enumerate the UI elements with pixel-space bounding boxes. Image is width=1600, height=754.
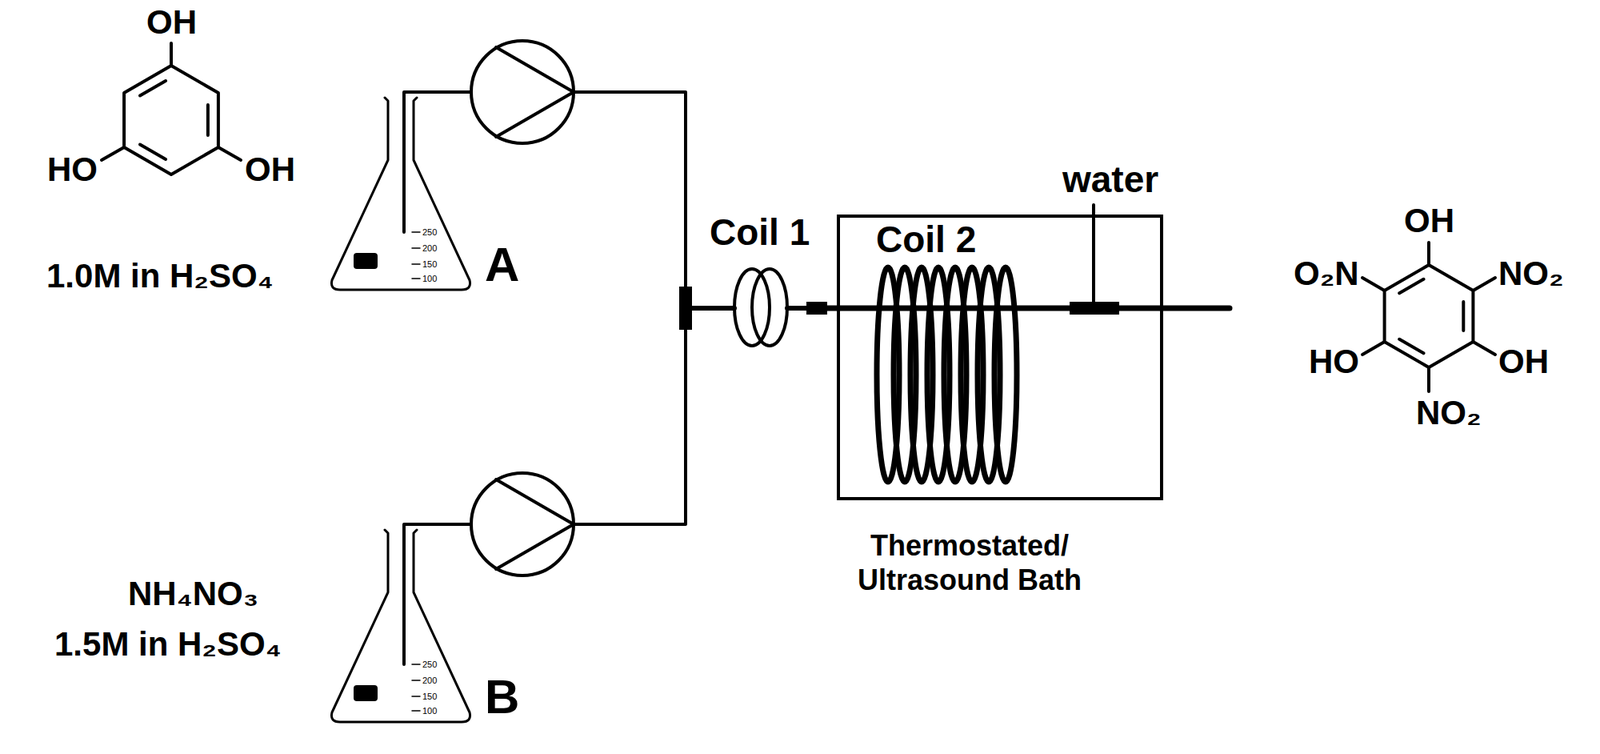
coil-label: Coil 1 [709,211,810,254]
atom-label: HO [47,150,98,189]
feed-tube [404,524,472,664]
feed-line [573,92,686,288]
bath-label: Thermostated/ Ultrasound Bath [833,528,1106,597]
coil-loop [994,267,1017,482]
graduation-number: 250 [422,659,437,670]
graduation-number: 150 [422,259,437,270]
bond [1472,277,1496,291]
feed-tube [404,92,472,232]
erlenmeyer-flask [331,97,470,290]
double-bond [140,80,166,96]
concentration-label: 1.0M in H₂SO₄ [46,256,274,296]
atom-label: OH [1404,201,1455,240]
bond [101,147,124,160]
double-bond [140,144,166,160]
graduation-number: 250 [422,227,437,238]
double-bond [1399,279,1424,294]
erlenmeyer-flask [331,529,470,722]
graduation-tick [412,709,420,712]
reagent-label: NH₄NO₃ [128,574,259,613]
graduation-tick [412,263,420,265]
pump-symbol [471,472,574,576]
bond [1362,277,1385,291]
graduation-number: 200 [422,675,437,686]
concentration-label: 1.5M in H₂SO₄ [54,624,282,664]
flask-logo [353,252,378,269]
atom-label: O₂N [1293,254,1360,293]
outlet-line [1119,305,1230,312]
bond [1472,341,1496,355]
pump-chevron [496,479,574,569]
double-bond [1461,301,1465,331]
pump-chevron [496,47,574,137]
benzene-ring [124,65,219,175]
reactor-line [692,305,735,311]
benzene-ring [1384,264,1474,368]
reactor-line [787,305,807,311]
double-bond [1399,339,1424,354]
flask-logo [353,684,378,701]
coil-label: Coil 2 [876,217,976,262]
graduation-tick [412,277,420,280]
atom-label: OH [244,150,296,189]
graduation-tick [412,679,420,681]
union-connector [806,301,828,315]
bond [1427,367,1431,392]
pump-symbol [471,40,574,144]
atom-label: OH [1498,342,1549,381]
atom-label: NO₂ [1416,393,1482,432]
tee-mixer [679,286,692,330]
graduation-number: 150 [422,691,437,702]
graduation-tick [412,247,420,249]
atom-label: OH [146,3,197,42]
flask-letter: B [484,668,520,724]
inlet-label: water [1062,158,1159,201]
bond [1362,341,1385,355]
graduation-number: 100 [422,273,437,284]
water-line [1092,204,1096,302]
atom-label: HO [1308,342,1360,381]
graduation-tick [412,663,420,665]
graduation-tick [412,695,420,697]
thermostated-bath: Coil 2Thermostated/ Ultrasound Bath [836,214,1164,500]
graduation-number: 100 [422,705,437,716]
flask-letter: A [484,236,520,292]
graduation-number: 200 [422,243,437,254]
graduation-tick [412,231,420,233]
coil-loop [752,268,788,346]
bond [1427,242,1431,265]
bond [169,43,173,66]
tee-mixer [1069,301,1120,315]
bond [218,147,241,160]
double-bond [206,104,210,136]
feed-line [573,328,686,524]
atom-label: NO₂ [1498,254,1564,293]
